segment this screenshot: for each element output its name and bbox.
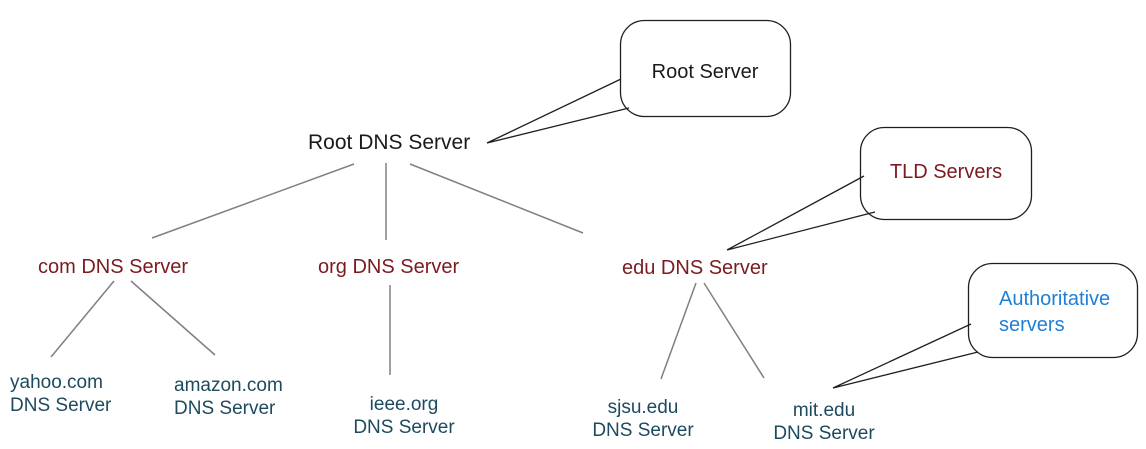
leaf-caption: DNS Server <box>773 423 875 444</box>
root-server-callout-bubble <box>619 19 792 118</box>
node-org-dns-server: org DNS Server <box>318 256 460 278</box>
tld-servers-callout-tail <box>726 175 876 251</box>
tree-edges <box>50 163 765 380</box>
edge-edu-sjsu <box>660 282 697 380</box>
leaf-domain: sjsu.edu <box>607 397 679 418</box>
leaf-domain: yahoo.com <box>10 372 103 393</box>
node-sjsu-dns-server: sjsu.edu DNS Server <box>583 396 703 442</box>
node-yahoo-dns-server: yahoo.com DNS Server <box>10 371 111 417</box>
leaf-domain: mit.edu <box>792 400 856 421</box>
authoritative-callout-tail <box>832 323 979 389</box>
node-root-dns-server: Root DNS Server <box>308 131 471 154</box>
leaf-caption: DNS Server <box>10 395 112 416</box>
leaf-caption: DNS Server <box>592 420 694 441</box>
leaf-caption: DNS Server <box>174 398 276 419</box>
leaf-caption: DNS Server <box>353 417 455 438</box>
authoritative-servers-callout-label: Authoritative servers <box>999 286 1110 338</box>
callout-shapes <box>486 19 1139 389</box>
node-amazon-dns-server: amazon.com DNS Server <box>174 374 283 420</box>
tld-servers-callout-bubble <box>859 126 1033 221</box>
edge-root-edu <box>409 163 584 234</box>
root-server-callout-tail <box>486 78 630 144</box>
authoritative-callout-line2: servers <box>999 314 1065 336</box>
root-server-callout-label: Root Server <box>651 61 759 83</box>
node-com-dns-server: com DNS Server <box>38 256 189 278</box>
node-edu-dns-server: edu DNS Server <box>622 257 768 279</box>
edge-root-com <box>151 163 355 239</box>
edge-edu-mit <box>703 282 765 379</box>
node-ieee-dns-server: ieee.org DNS Server <box>345 393 463 439</box>
authoritative-callout-line1: Authoritative <box>999 288 1111 310</box>
tld-servers-callout-label: TLD Servers <box>889 161 1003 183</box>
node-mit-dns-server: mit.edu DNS Server <box>765 399 883 445</box>
edge-com-amazon <box>130 280 216 356</box>
leaf-domain: ieee.org <box>369 394 439 415</box>
authoritative-callout-bubble <box>967 262 1139 359</box>
edge-com-yahoo <box>50 280 115 358</box>
leaf-domain: amazon.com <box>174 375 283 396</box>
